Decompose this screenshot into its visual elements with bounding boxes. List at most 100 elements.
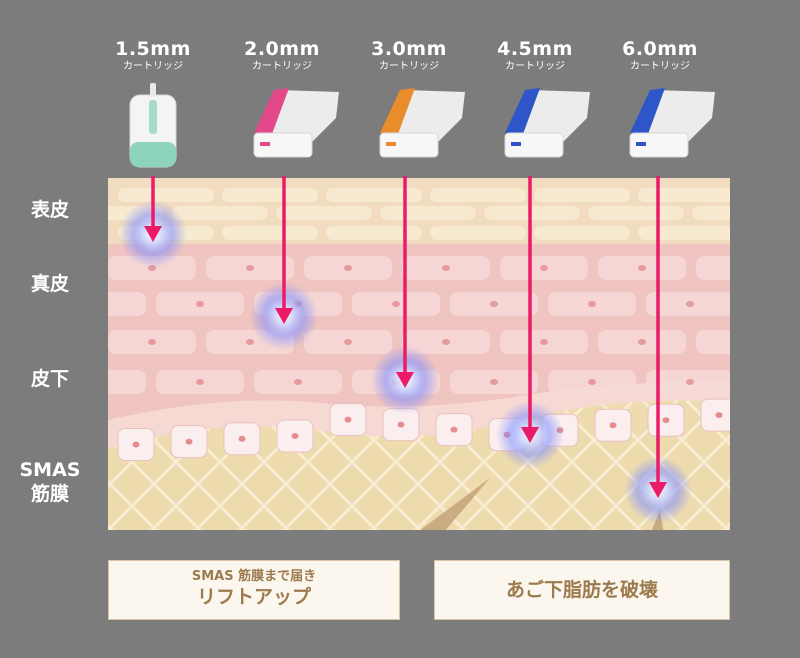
epidermis-cell [534, 188, 630, 202]
cartridge-caption: カートリッジ [379, 61, 439, 72]
cell-nucleus [246, 265, 254, 271]
cartridge-size: 2.0mm [244, 38, 320, 60]
cartridge-device-3 [379, 88, 465, 158]
callout-fat-destroy: あご下脂肪を破壊 [434, 560, 730, 620]
cell-nucleus [291, 432, 299, 439]
cell-nucleus [662, 417, 670, 424]
cartridge-tip [629, 132, 689, 158]
cartridge-accent [380, 88, 415, 134]
cell-nucleus [442, 265, 450, 271]
cell-nucleus [638, 339, 646, 345]
cartridge-device-4 [504, 88, 590, 158]
epidermis-cell [118, 188, 214, 202]
dermis-cell [696, 330, 730, 354]
arrow-head-1 [144, 226, 162, 242]
callout-lift-up: SMAS 筋膜まで届き リフトアップ [108, 560, 400, 620]
epidermis-cell [172, 206, 268, 220]
cartridge-accent [505, 88, 540, 134]
cell-nucleus [185, 438, 193, 445]
cell-nucleus [686, 379, 694, 385]
epidermis-cell [326, 188, 422, 202]
cell-nucleus [392, 301, 400, 307]
cartridge-accent [630, 88, 665, 134]
epidermis-cell [380, 206, 476, 220]
cell-nucleus [196, 301, 204, 307]
cartridge-caption: カートリッジ [630, 61, 690, 72]
cartridge-head [130, 142, 176, 167]
cartridge-caption: カートリッジ [252, 61, 312, 72]
cartridge-size: 6.0mm [622, 38, 698, 60]
cell-nucleus [638, 265, 646, 271]
cartridge-connector [150, 83, 156, 97]
layer-label-subcutaneous: 皮下 [30, 368, 69, 390]
cell-nucleus [540, 339, 548, 345]
epidermis-cell [692, 206, 730, 220]
epidermis-cell [326, 226, 422, 240]
layer-label-dermis: 真皮 [30, 273, 69, 295]
cartridge-tag [260, 142, 270, 146]
cartridge-device-1 [129, 83, 177, 168]
cell-nucleus [715, 412, 723, 419]
epidermis-cell [276, 206, 372, 220]
dermis-cell [696, 256, 730, 280]
epidermis-cell [430, 188, 526, 202]
depth-arrows [144, 176, 667, 498]
dermis-cell [108, 370, 146, 394]
cell-nucleus [344, 416, 352, 423]
cartridge-size: 1.5mm [115, 38, 191, 60]
cartridge-caption: カートリッジ [123, 61, 183, 72]
arrow-head-5 [649, 482, 667, 498]
cell-nucleus [132, 441, 140, 448]
arrow-head-4 [521, 427, 539, 443]
cartridge-label-1: 1.5mm カートリッジ [98, 38, 208, 73]
dermis-cell [108, 292, 146, 316]
epidermis-cell [534, 226, 630, 240]
cell-nucleus [397, 421, 405, 428]
cell-nucleus [246, 339, 254, 345]
cell-nucleus [148, 339, 156, 345]
cell-nucleus [442, 339, 450, 345]
epidermis-cell [222, 226, 318, 240]
cartridge-label-4: 4.5mm カートリッジ [480, 38, 590, 73]
epidermis-cell [430, 226, 526, 240]
callout-lift-up-title: リフトアップ [196, 586, 311, 608]
cartridge-accent [254, 88, 289, 134]
cartridge-indicator [149, 100, 157, 134]
layer-label-smas: SMAS 筋膜 [19, 459, 81, 505]
epidermis-cells [108, 188, 730, 240]
cell-nucleus [736, 339, 744, 345]
cell-nucleus [540, 265, 548, 271]
cartridge-tip [504, 132, 564, 158]
epidermis-cell [588, 206, 684, 220]
cartridge-size: 4.5mm [497, 38, 573, 60]
callout-pointer-left [420, 478, 490, 530]
cartridge-device-5 [629, 88, 715, 158]
cell-nucleus [238, 435, 246, 442]
cell-nucleus [344, 265, 352, 271]
epidermis-cell [638, 188, 730, 202]
cartridge-tip [253, 132, 313, 158]
epidermis-cell [638, 226, 730, 240]
cell-nucleus [490, 301, 498, 307]
layer-label-epidermis: 表皮 [30, 199, 69, 221]
cell-nucleus [294, 379, 302, 385]
cell-nucleus [588, 301, 596, 307]
cell-nucleus [609, 422, 617, 429]
cartridge-devices [129, 83, 715, 168]
cartridge-tag [386, 142, 396, 146]
cell-nucleus [98, 301, 106, 307]
cartridge-tip [379, 132, 439, 158]
epidermis-cell [484, 206, 580, 220]
cell-nucleus [344, 339, 352, 345]
cartridge-label-5: 6.0mm カートリッジ [605, 38, 715, 73]
cell-nucleus [736, 265, 744, 271]
callout-lift-up-subtitle: SMAS 筋膜まで届き [191, 569, 317, 584]
cartridge-tag [511, 142, 521, 146]
cartridge-tag [636, 142, 646, 146]
cartridge-label-3: 3.0mm カートリッジ [354, 38, 464, 73]
cartridge-size: 3.0mm [371, 38, 447, 60]
callout-fat-destroy-title: あご下脂肪を破壊 [505, 579, 658, 601]
arrow-head-3 [396, 372, 414, 388]
cell-nucleus [450, 426, 458, 433]
epidermis-cell [222, 188, 318, 202]
